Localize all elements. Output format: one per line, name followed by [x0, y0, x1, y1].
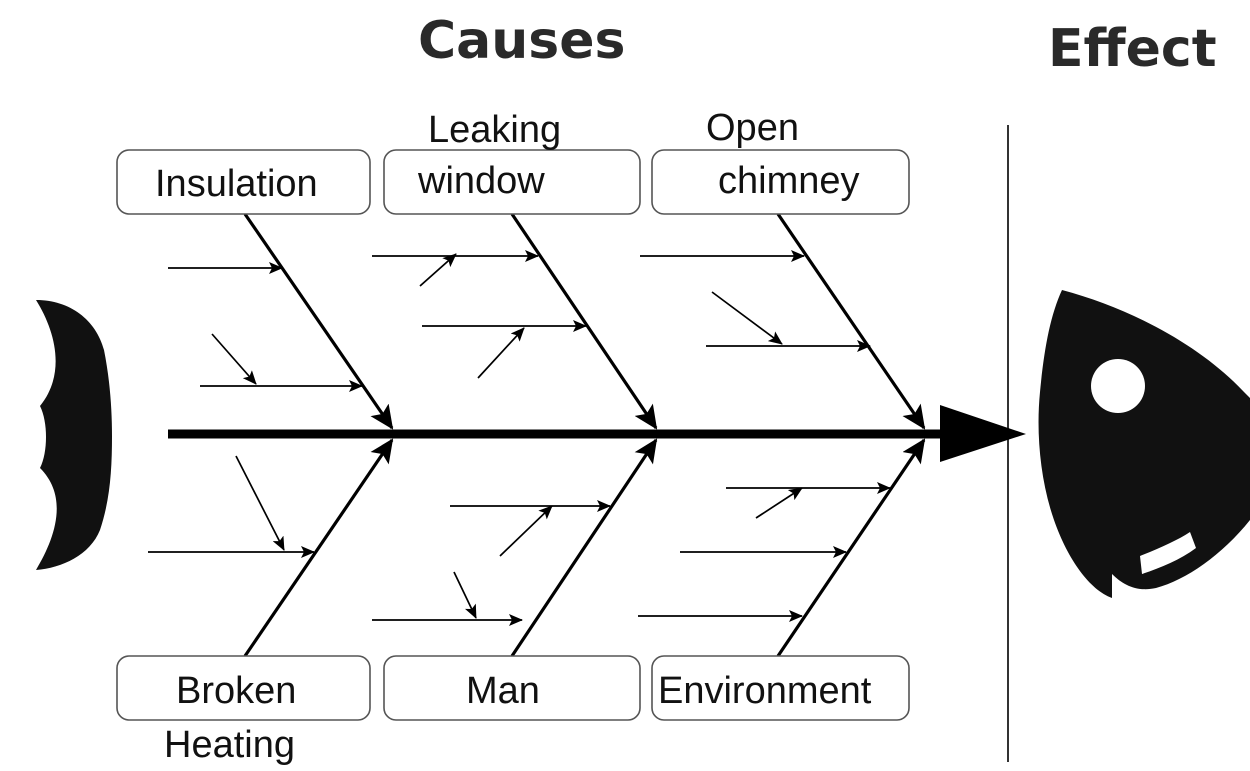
sub-cause-arrow	[755, 487, 803, 519]
bone-insulation	[243, 213, 394, 430]
label-leaking: Leaking	[428, 109, 561, 151]
category-box-environment	[651, 655, 910, 721]
category-box-insulation	[116, 149, 371, 215]
label-broken: Broken	[176, 670, 296, 712]
category-box-broken-heating	[116, 655, 371, 721]
label-window: window	[417, 160, 545, 202]
label-environment: Environment	[658, 670, 872, 712]
label-insulation: Insulation	[155, 163, 318, 205]
fish-tail-icon	[36, 300, 112, 570]
causes-heading: Causes	[418, 11, 625, 71]
label-chimney: chimney	[718, 160, 860, 202]
category-box-man	[383, 655, 641, 721]
sub-cause-arrow	[477, 327, 525, 379]
category-box-leaking-window	[383, 149, 641, 215]
bone-broken-heating	[243, 438, 394, 657]
bone-man	[510, 438, 658, 657]
sub-cause-arrow	[711, 291, 783, 345]
sub-cause-arrow	[453, 571, 477, 619]
sub-cause-arrow	[499, 505, 553, 557]
bone-open-chimney	[776, 213, 926, 430]
bone-environment	[776, 438, 926, 657]
sub-cause-arrow	[235, 455, 285, 551]
bone-leaking-window	[510, 213, 658, 430]
spine-arrowhead-icon	[940, 405, 1026, 462]
effect-heading: Effect	[1048, 19, 1217, 79]
fish-eye-icon	[1091, 359, 1145, 413]
sub-cause-arrow	[211, 333, 257, 385]
sub-cause-arrow	[419, 253, 457, 287]
label-open: Open	[706, 107, 799, 149]
fish-mouth-icon	[1140, 532, 1196, 574]
label-heating: Heating	[164, 724, 295, 766]
category-box-open-chimney	[651, 149, 910, 215]
label-man: Man	[466, 670, 540, 712]
fish-head-icon	[1038, 290, 1250, 598]
